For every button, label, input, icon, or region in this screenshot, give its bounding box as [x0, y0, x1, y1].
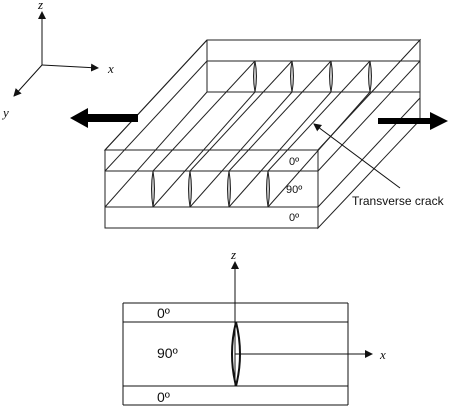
crack-plane [267, 91, 371, 208]
crack-back-end [329, 60, 333, 93]
crack-back-end [368, 60, 372, 93]
back-edge [104, 91, 208, 208]
crack-front-end [227, 170, 231, 208]
section-crack [231, 321, 241, 387]
crack-back-end [253, 60, 257, 93]
side-ply-interface [317, 60, 421, 172]
section-x-axis-label: x [379, 347, 386, 362]
crack-front-end [266, 170, 270, 208]
x-axis-label: x [107, 61, 114, 76]
x-axis-line [41, 63, 99, 72]
section-ply-label-middle: 90º [157, 345, 178, 361]
ply-label-top: 0º [289, 156, 299, 168]
section-z-axis-label: z [230, 247, 236, 262]
crack-pointer-line [313, 123, 401, 189]
laminate-front-face [104, 149, 319, 229]
laminate-block [103, 38, 422, 230]
back-edge [104, 60, 208, 172]
load-arrow-left [70, 108, 138, 128]
crack-plane [189, 91, 293, 208]
section-ply-label-bottom: 0º [157, 389, 170, 405]
load-arrow-right [378, 112, 448, 130]
crack-front-end [151, 170, 155, 208]
crack-back-end [290, 60, 294, 93]
crack-plane [152, 60, 256, 172]
cross-section [122, 261, 373, 406]
crack-plane [152, 91, 256, 208]
y-axis-line [13, 64, 43, 97]
z-axis-label: z [37, 0, 43, 12]
y-axis-label: y [1, 105, 9, 120]
crack-plane [228, 91, 332, 208]
ply-label-middle: 90º [286, 184, 302, 196]
back-edge [104, 39, 208, 151]
crack-label: Transverse crack [352, 194, 445, 208]
crack-plane [228, 60, 332, 172]
ply-label-bottom: 0º [289, 212, 299, 224]
crack-front-end [188, 170, 192, 208]
section-ply-label-top: 0º [157, 305, 170, 321]
coordinate-axes-3d [13, 11, 99, 97]
crack-plane [267, 60, 371, 172]
side-ply-interface [317, 97, 421, 208]
crack-plane [189, 60, 293, 172]
